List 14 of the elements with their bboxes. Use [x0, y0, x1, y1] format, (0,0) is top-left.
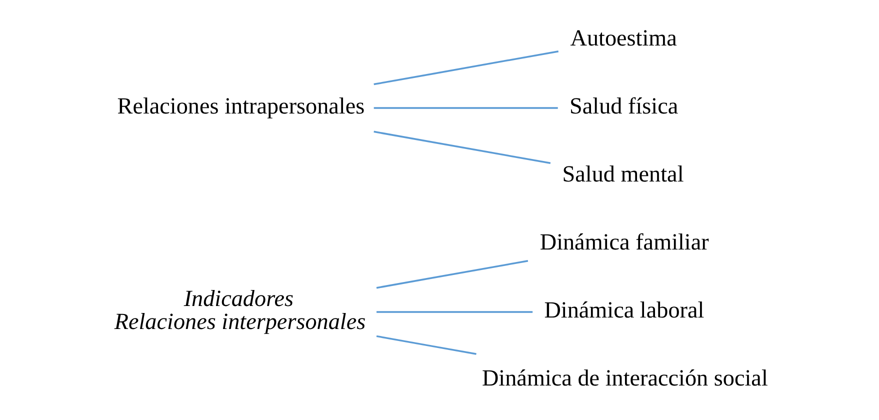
node-text: Relaciones intrapersonales [116, 93, 364, 120]
connector [373, 107, 558, 109]
connector [373, 50, 558, 86]
node-text: Dinámica familiar [539, 230, 708, 256]
node-text: Indicadores Relaciones interpersonales [114, 286, 366, 336]
connector [376, 260, 528, 289]
node-text: Salud mental [562, 161, 684, 188]
node-text: Salud física [569, 93, 678, 120]
connector [376, 311, 532, 313]
node-text: Dinámica de interacción social [481, 366, 768, 392]
connector [373, 130, 550, 164]
connector [376, 335, 476, 355]
node-text: Dinámica laboral [544, 298, 704, 324]
node-text: Autoestima [570, 25, 676, 52]
